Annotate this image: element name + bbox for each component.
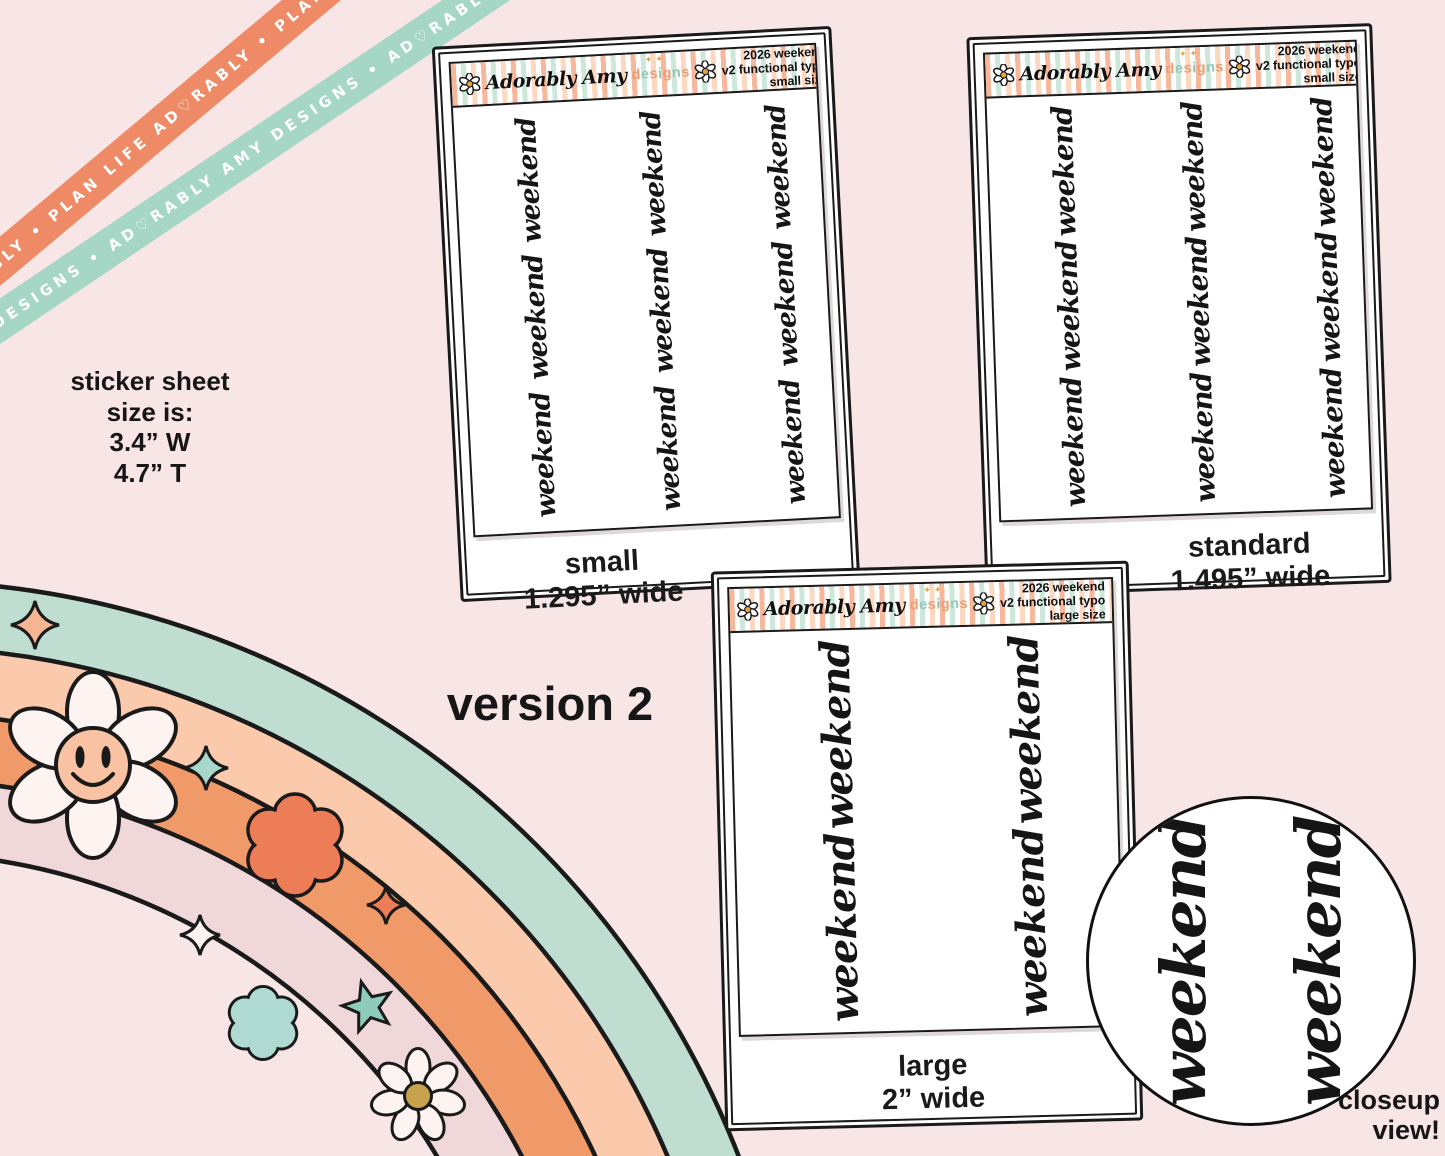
weekend-sticker: weekend [713, 96, 839, 240]
weekend-script-text: weekend [1050, 241, 1088, 373]
weekend-script-text: weekend [1304, 97, 1343, 228]
weekend-sticker: weekend [1131, 232, 1266, 372]
weekend-sticker: weekend [1136, 368, 1271, 508]
brand-script-logo: Adorably Amy [485, 64, 628, 94]
coral-flower [246, 792, 344, 898]
weekend-sticker: weekend [997, 102, 1132, 242]
weekend-sticker: weekend [1127, 97, 1262, 237]
sticker-sheet-small: Adorably Amy designs✦✦ 2026 weekend v2 f… [448, 42, 841, 538]
sticker-sheet-card-small: Adorably Amy designs✦✦ 2026 weekend v2 f… [431, 25, 861, 616]
weekend-script-text: weekend [1179, 236, 1218, 368]
weekend-sticker: weekend [478, 383, 610, 527]
weekend-script-text: weekend [1184, 372, 1223, 504]
brand-designs-logo: designs✦✦ [909, 585, 969, 614]
teal-flower [227, 985, 299, 1061]
brand-designs-logo: designs✦✦ [1165, 48, 1225, 78]
sticker-sheet-standard: Adorably Amy designs✦✦ 2026 weekend v2 f… [982, 39, 1374, 523]
weekend-sticker: weekend [1266, 363, 1371, 503]
daisy-icon [694, 59, 718, 84]
weekend-script-text: weekend [767, 241, 805, 368]
weekend-sticker: weekend [463, 109, 595, 253]
weekend-script-text: weekend [649, 385, 688, 512]
brand-script-logo: Adorably Amy [763, 594, 906, 620]
weekend-script-text: weekend [524, 391, 563, 519]
sheet-header-meta: 2026 weekend v2 functional typo small si… [1255, 41, 1362, 86]
weekend-script-text: weekend [1309, 232, 1348, 364]
peach-sparkle-icon [11, 601, 59, 649]
teal-sparkle-icon [184, 746, 228, 790]
weekend-script-text: weekend [816, 832, 869, 1023]
weekend-sticker: weekend [838, 89, 839, 233]
weekend-script-text: weekend [510, 117, 549, 244]
weekend-script-text: weekend [635, 110, 673, 238]
closeup-view-label: closeup view! [1337, 1085, 1440, 1145]
weekend-sticker: weekend [1118, 626, 1123, 824]
weekend-sticker: weekend [1002, 237, 1137, 377]
teal-star-icon [337, 977, 394, 1036]
sheet-header-meta: 2026 weekend v2 functional typo small si… [721, 44, 828, 90]
sticker-sheet-card-standard: Adorably Amy designs✦✦ 2026 weekend v2 f… [966, 23, 1392, 598]
daisy-icon [992, 63, 1016, 87]
sheet-header-meta: 2026 weekend v2 functional typo large si… [999, 579, 1106, 623]
sparkles-icon: ✦✦ [1178, 48, 1201, 60]
coral-sparkle-icon [367, 886, 405, 924]
sheet-size-note: sticker sheet size is: 3.4” W 4.7” T [70, 366, 230, 489]
white-sparkle-icon [180, 915, 220, 955]
daisy-icon [1228, 55, 1252, 79]
weekend-sticker: weekend [1261, 228, 1371, 368]
sticker-sheet-card-large: Adorably Amy designs✦✦ 2026 weekend v2 f… [710, 560, 1144, 1132]
sheet-size-label-small: small 1.295” wide [523, 544, 685, 617]
weekend-script-text: weekend [1004, 827, 1057, 1018]
weekend-script-text-closeup: weekend [1146, 816, 1220, 1106]
sparkles-icon: ✦✦ [923, 585, 945, 596]
weekend-sticker: weekend [603, 376, 735, 520]
version-label: version 2 [446, 677, 654, 730]
brand-designs-logo: designs✦✦ [631, 54, 691, 84]
weekend-script-text: weekend [1175, 101, 1213, 233]
sparkle-icons [11, 601, 405, 1036]
sticker-sheet-large: Adorably Amy designs✦✦ 2026 weekend v2 f… [727, 577, 1125, 1037]
weekend-sticker: weekend [471, 246, 603, 390]
weekend-sticker: weekend [727, 370, 838, 514]
weekend-sticker-grid: weekend weekend weekend weekend weekend weeke… [453, 89, 839, 535]
daisy-icon [736, 598, 760, 621]
weekend-script-text: weekend [760, 104, 798, 231]
smiley-daisy-flower [8, 670, 178, 860]
weekend-sticker: weekend [595, 239, 727, 383]
weekend-sticker: weekend [741, 636, 935, 834]
sheet-size-label-standard: standard 1.495” wide [1170, 527, 1331, 598]
gold-center-daisy-flower [370, 1047, 467, 1142]
weekend-script-text: weekend [1314, 367, 1352, 499]
weekend-script-text: weekend [999, 635, 1052, 825]
weekend-sticker: weekend [1006, 372, 1141, 512]
weekend-script-text: weekend [517, 254, 556, 381]
sparkles-icon: ✦✦ [644, 54, 667, 66]
weekend-script-text: weekend [1054, 376, 1093, 508]
rainbow-illustration [0, 584, 741, 1156]
weekend-sticker: weekend [929, 631, 1123, 829]
weekend-sticker: weekend [588, 102, 720, 246]
weekend-sticker: weekend [720, 233, 839, 377]
weekend-sticker: weekend [746, 829, 940, 1027]
weekend-script-text: weekend [1045, 106, 1083, 238]
weekend-sticker: weekend [1256, 93, 1371, 233]
brand-script-logo: Adorably Amy [1019, 58, 1162, 85]
weekend-script-text: weekend [774, 378, 813, 505]
daisy-icon [972, 592, 996, 615]
weekend-script-text: weekend [811, 639, 864, 830]
weekend-script-text-closeup: weekend [1282, 816, 1356, 1106]
weekend-script-text: weekend [642, 247, 681, 375]
sheet-size-label-large: large 2” wide [881, 1049, 986, 1117]
daisy-icon [458, 72, 482, 96]
weekend-sticker-grid: weekendweekendweekendweekendweekendweeke… [730, 623, 1122, 1035]
